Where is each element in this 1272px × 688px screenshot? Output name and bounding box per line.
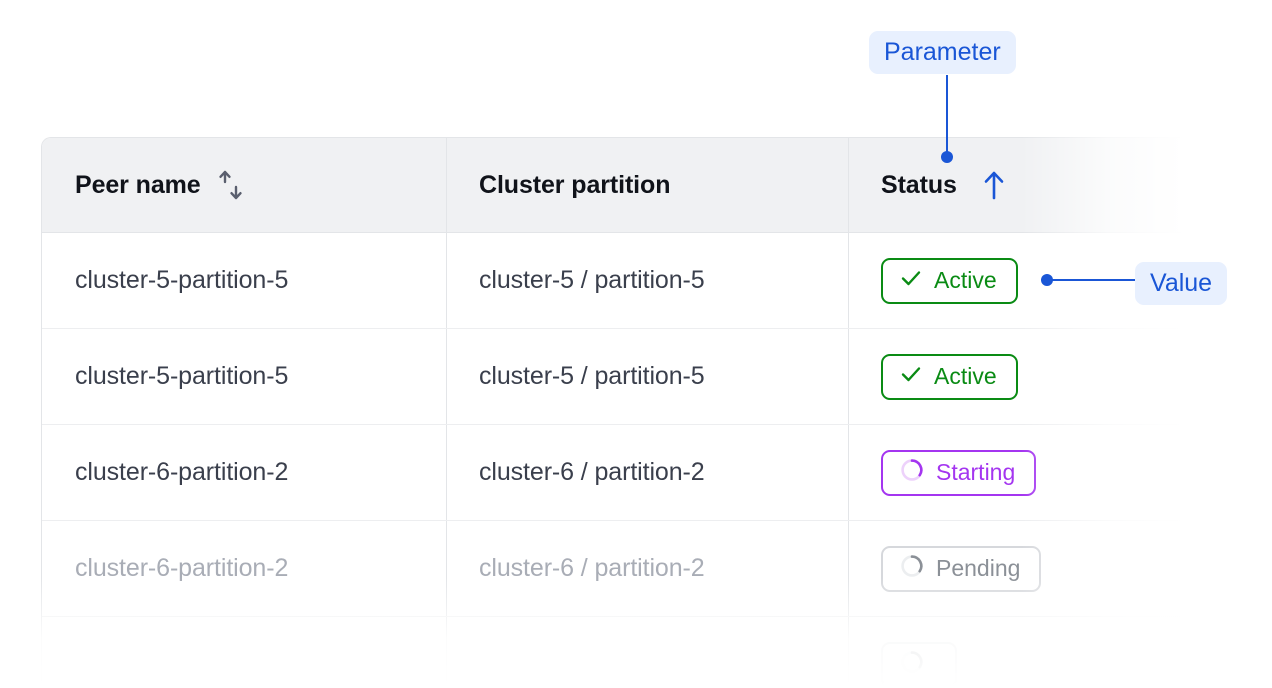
column-header-peer-name-label: Peer name (75, 170, 201, 199)
peer-name-text: cluster-5-partition-5 (75, 266, 289, 294)
status-label: Starting (936, 459, 1016, 485)
check-icon (899, 362, 923, 392)
peer-name-text: cluster-5-partition-5 (75, 362, 289, 390)
table-row[interactable]: cluster-6-partition-2 cluster-6 / partit… (42, 521, 1230, 617)
column-header-cluster-partition[interactable]: Cluster partition (446, 138, 848, 232)
status-badge (881, 641, 957, 688)
table-container: Peer name Cluster partition Status (41, 137, 1231, 688)
cell-status: Pending (848, 521, 1230, 616)
peers-table: Peer name Cluster partition Status (41, 137, 1231, 688)
cell-cluster-partition (446, 617, 848, 688)
annotation-parameter-connector (946, 75, 948, 157)
cell-peer-name: cluster-5-partition-5 (42, 362, 446, 391)
cell-cluster-partition: cluster-6 / partition-2 (446, 425, 848, 520)
column-header-peer-name[interactable]: Peer name (42, 138, 446, 232)
spinner-icon (899, 553, 925, 585)
cell-peer-name: cluster-6-partition-2 (42, 554, 446, 583)
table-row[interactable] (42, 617, 1230, 688)
table-header-row: Peer name Cluster partition Status (42, 138, 1230, 233)
status-badge: Starting (881, 449, 1037, 496)
status-label: Active (934, 267, 997, 293)
cell-peer-name: cluster-5-partition-5 (42, 266, 446, 295)
peer-name-text: cluster-6-partition-2 (75, 458, 289, 486)
cell-status: Starting (848, 425, 1230, 520)
table-row[interactable]: cluster-6-partition-2 cluster-6 / partit… (42, 425, 1230, 521)
column-header-status-label: Status (881, 170, 957, 199)
status-badge: Pending (881, 545, 1042, 592)
cell-cluster-partition: cluster-6 / partition-2 (446, 521, 848, 616)
annotation-value-connector (1052, 279, 1138, 281)
status-badge: Active (881, 353, 1018, 400)
annotation-value-dot (1041, 274, 1053, 286)
annotation-parameter-label: Parameter (869, 31, 1016, 74)
cell-status: Active (848, 233, 1230, 328)
column-header-status[interactable]: Status (848, 138, 1230, 232)
spinner-icon (899, 457, 925, 489)
cell-peer-name: cluster-6-partition-2 (42, 458, 446, 487)
sort-up-icon[interactable] (981, 170, 1007, 200)
cluster-partition-text: cluster-6 / partition-2 (479, 458, 705, 486)
sort-updown-icon[interactable] (217, 170, 245, 200)
status-label: Active (934, 363, 997, 389)
table-row[interactable]: cluster-5-partition-5 cluster-5 / partit… (42, 329, 1230, 425)
spinner-icon (899, 649, 925, 681)
cell-cluster-partition: cluster-5 / partition-5 (446, 233, 848, 328)
cluster-partition-text: cluster-6 / partition-2 (479, 554, 705, 582)
cell-cluster-partition: cluster-5 / partition-5 (446, 329, 848, 424)
cell-status: Active (848, 329, 1230, 424)
annotation-parameter-dot (941, 151, 953, 163)
cluster-partition-text: cluster-5 / partition-5 (479, 362, 705, 390)
cluster-partition-text: cluster-5 / partition-5 (479, 266, 705, 294)
status-label: Pending (936, 555, 1021, 581)
check-icon (899, 266, 923, 296)
annotation-value-label: Value (1135, 262, 1228, 305)
peer-name-text: cluster-6-partition-2 (75, 554, 289, 582)
cell-status (848, 617, 1230, 688)
column-header-cluster-partition-label: Cluster partition (479, 170, 671, 199)
status-badge: Active (881, 257, 1018, 304)
